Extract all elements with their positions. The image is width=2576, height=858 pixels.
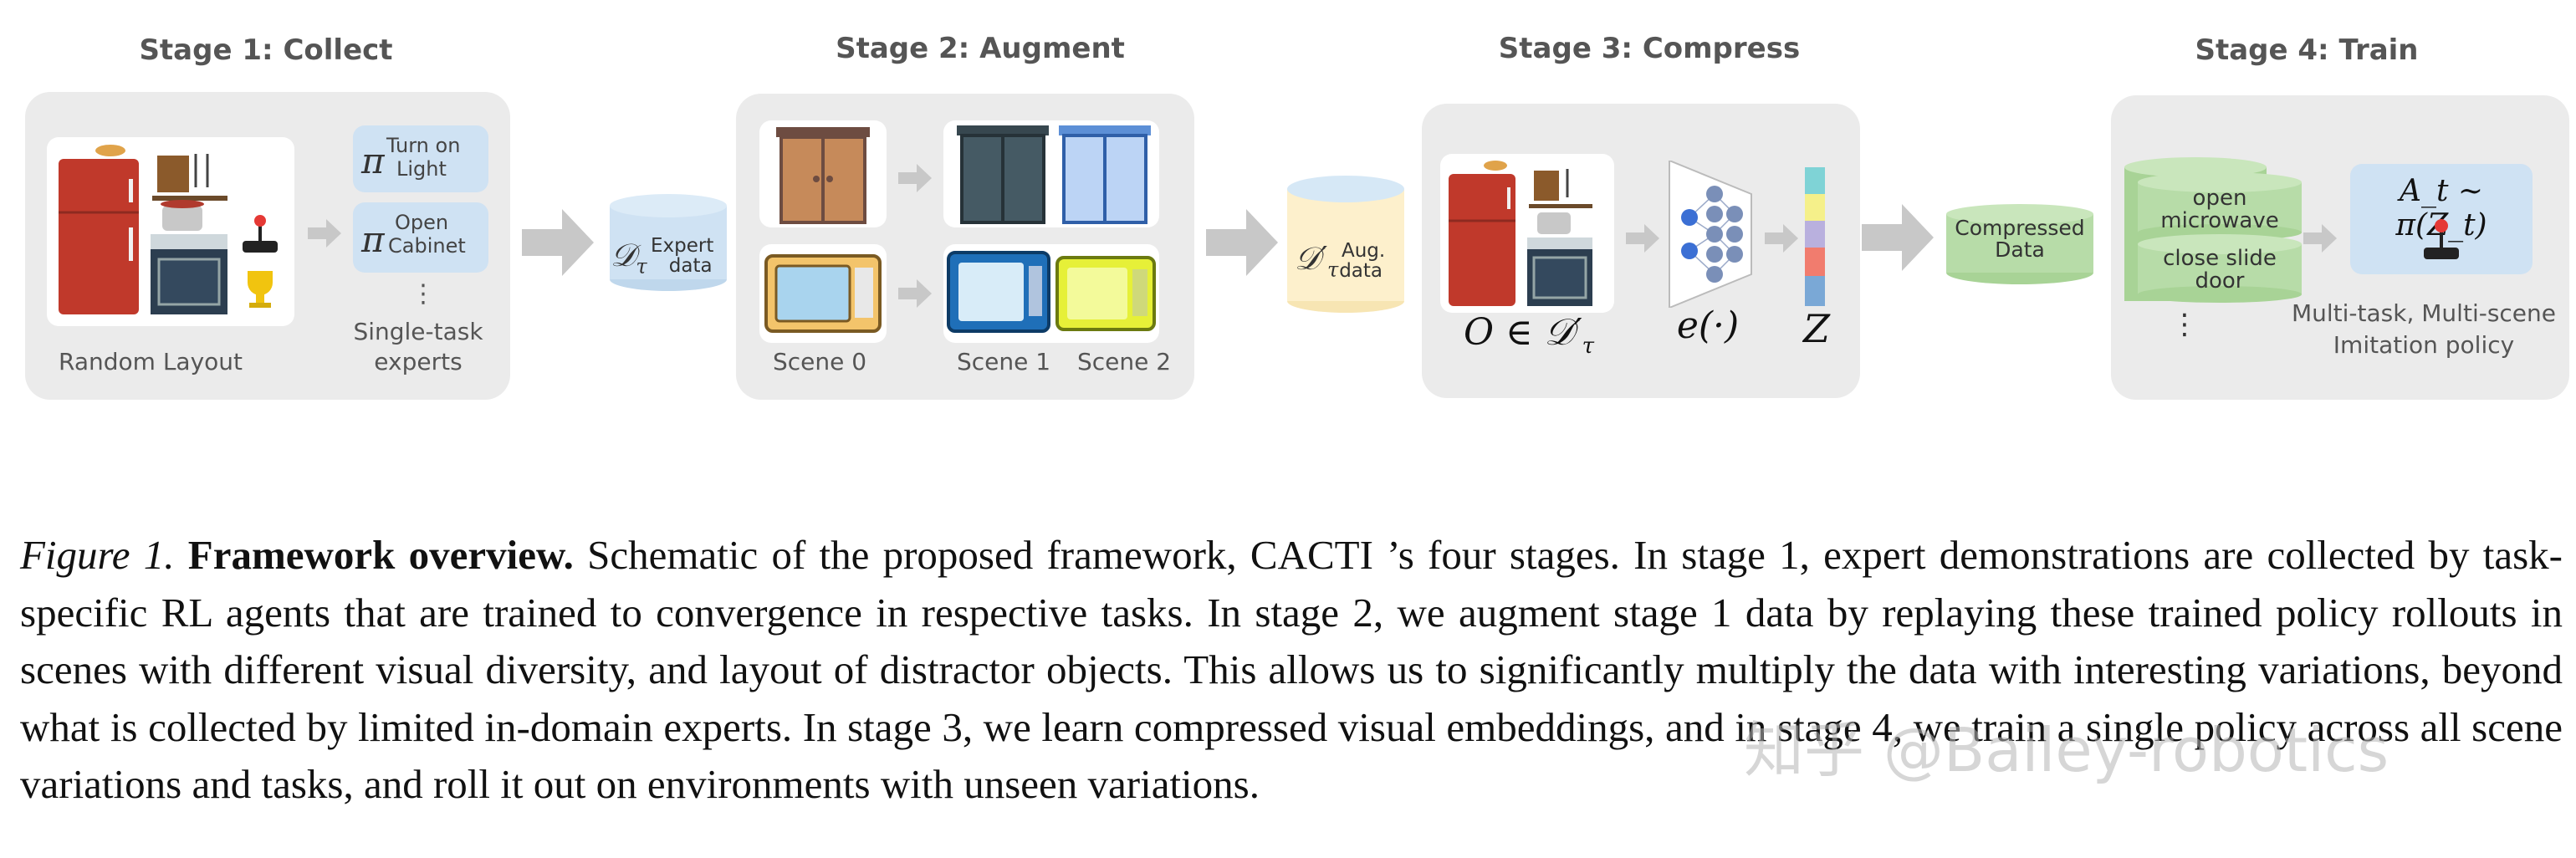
arrow-icon: [898, 164, 932, 192]
imitation-policy-box: A_t ∼ π(Z_t): [2350, 164, 2533, 274]
scene2-label: Scene 2: [1076, 348, 1172, 375]
policy2-line1: Open: [395, 211, 449, 234]
policy2-line2: Cabinet: [388, 234, 466, 258]
task2-label: close slide door: [2163, 246, 2277, 294]
scene0-microwave: [759, 244, 887, 343]
scene0-cabinet: [759, 120, 887, 227]
arrow-icon: [1626, 224, 1659, 253]
arrow-icon: [1765, 224, 1798, 253]
policy-turn-on-light: π Turn on Light: [353, 125, 488, 192]
random-layout-scene: [47, 137, 294, 326]
arrow-icon: [308, 219, 341, 248]
encoder-network-icon: [1669, 161, 1752, 308]
microwave-variants-icon: [947, 251, 1156, 333]
watermark: 知乎 @Bailey-robotics: [1744, 715, 2389, 785]
policy-dots: ⋮: [411, 279, 436, 309]
big-arrow-icon: [1206, 209, 1278, 276]
figure-caption: Figure 1. Framework overview. Schematic …: [20, 527, 2563, 814]
joystick-icon: [243, 241, 278, 253]
stage2-title: Stage 2: Augment: [836, 32, 1125, 65]
microwave-icon: [764, 254, 882, 333]
z-label: Z: [1803, 306, 1830, 351]
pi-symbol: π: [361, 140, 385, 181]
task-data-stack: [2124, 157, 2302, 303]
cabinet-icon: [776, 127, 870, 224]
policy1-line1: Turn on: [386, 134, 461, 157]
task-dots: ⋮: [2170, 308, 2199, 341]
scene1-2-cabinets: [943, 120, 1159, 227]
expert-data-text: Expert data: [651, 235, 714, 278]
big-arrow-icon: [1862, 204, 1934, 271]
latent-vector-icon: [1805, 167, 1825, 306]
kitchen-observation-illustration: [1449, 161, 1592, 306]
experts-label-line2: experts: [374, 348, 463, 375]
policy1-line2: Light: [396, 157, 447, 181]
stage4-title: Stage 4: Train: [2195, 33, 2419, 67]
caption-title: Framework overview.: [187, 532, 574, 578]
figure-label: Figure 1.: [20, 532, 175, 578]
random-layout-label: Random Layout: [58, 348, 243, 375]
caption-body: Schematic of the proposed framework, CAC…: [20, 532, 2563, 807]
encoder-label: e(·): [1676, 304, 1740, 347]
stage3-title: Stage 3: Compress: [1498, 32, 1801, 65]
aug-data-symbol: 𝒟′τ: [1295, 240, 1339, 282]
aug-data-text: Aug. data: [1339, 240, 1386, 283]
scene1-2-microwaves: [943, 244, 1159, 343]
expert-data-cylinder: [610, 194, 727, 291]
joystick-icon: [2424, 219, 2459, 259]
pi-symbol: π: [361, 219, 385, 260]
observation-label: O ∈ 𝒟′τ: [1463, 311, 1595, 359]
cabinet-variants-icon: [957, 125, 1151, 224]
pot-icon: [162, 206, 202, 231]
policy-formula: A_t ∼ π(Z_t): [2395, 174, 2487, 243]
big-arrow-icon: [522, 209, 594, 276]
policy-label-line2: Imitation policy: [2333, 331, 2515, 359]
task1-label: open microwave: [2160, 186, 2279, 234]
arrow-icon: [2303, 224, 2337, 253]
arrow-icon: [898, 279, 932, 308]
aug-data-cylinder: [1287, 176, 1404, 313]
stage1-title: Stage 1: Collect: [139, 33, 393, 67]
scene0-label: Scene 0: [772, 348, 867, 375]
trophy-icon: [248, 271, 273, 295]
compressed-data-cylinder: [1946, 204, 2093, 284]
kitchen-scene-illustration: [59, 145, 278, 314]
experts-label-line1: Single-task: [353, 318, 483, 345]
compressed-data-text: Compressed Data: [1955, 216, 2085, 263]
fridge-icon: [59, 159, 139, 314]
policy-label-line1: Multi-task, Multi-scene: [2291, 299, 2557, 327]
observation-scene: [1440, 154, 1614, 313]
expert-data-symbol: 𝒟τ: [611, 237, 647, 278]
cutting-board-icon: [157, 156, 189, 192]
scene1-label: Scene 1: [956, 348, 1051, 375]
policy-open-cabinet: π Open Cabinet: [353, 202, 488, 273]
